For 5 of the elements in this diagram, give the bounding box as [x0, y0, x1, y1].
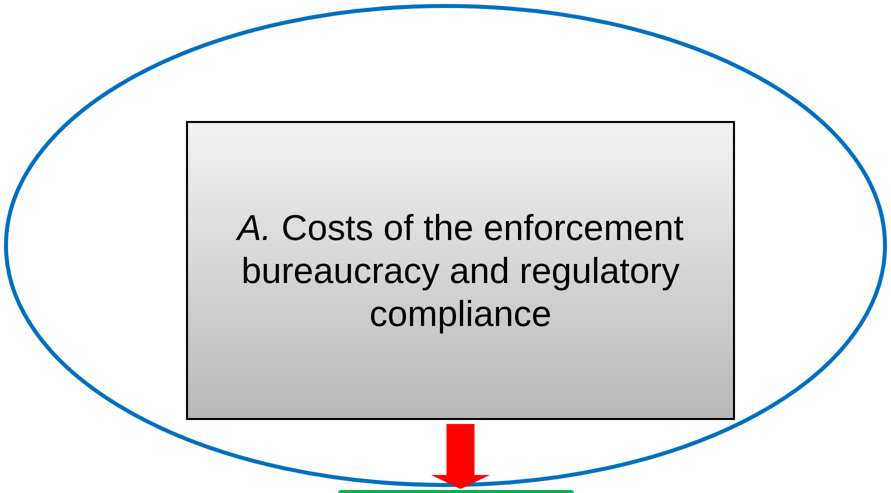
block-arrow [431, 424, 490, 489]
bar-shape [338, 490, 574, 493]
ellipse-shape [4, 4, 887, 487]
text-box [186, 121, 735, 420]
box-text: A. Costs of the enforcement bureaucracy and regulatory compliance [234, 206, 685, 336]
